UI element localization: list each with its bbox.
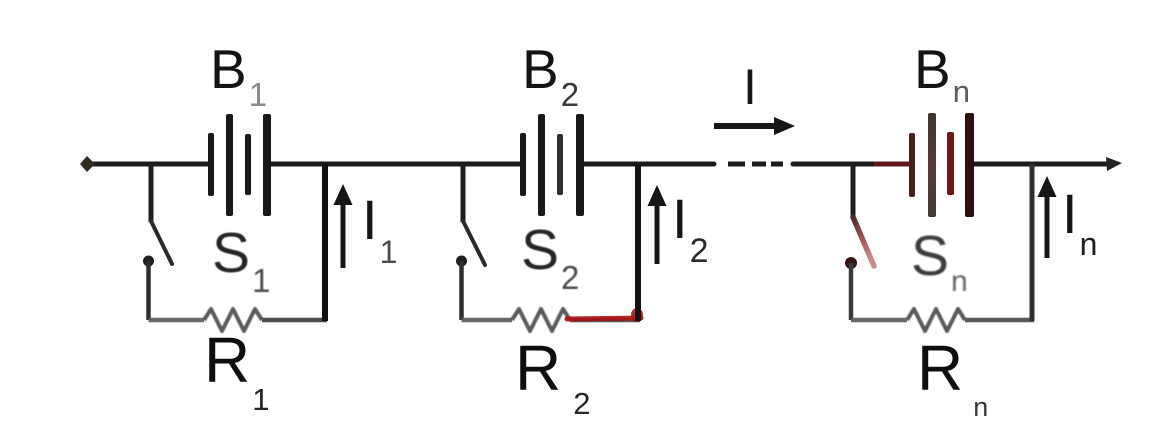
battery-n-long-plate <box>928 113 936 217</box>
total-current-label-text: I <box>743 59 757 115</box>
battery-2-long-plate <box>576 114 584 216</box>
current-1-label: I1 <box>362 188 397 269</box>
current-2-label-base: I <box>672 187 688 250</box>
resistor-n-zigzag <box>905 307 967 333</box>
current-n-label-base: I <box>1062 182 1078 245</box>
current-1-label-base: I <box>362 188 378 251</box>
current-2-label-sub: 2 <box>689 232 709 270</box>
battery-n-label-sub: n <box>952 74 970 109</box>
battery-n-short-plate <box>947 132 954 195</box>
switch-1-symbol <box>143 164 174 320</box>
switch-n-lever <box>850 214 877 269</box>
current-n-label-sub: n <box>1079 226 1098 262</box>
battery-2-short-plate <box>557 134 563 195</box>
battery-2-symbol <box>520 114 584 216</box>
resistor-1-label-base: R <box>204 324 251 396</box>
total-current-arrowhead <box>774 117 795 135</box>
switch-2-lever <box>461 219 487 267</box>
battery-n-long-plate <box>965 113 974 217</box>
battery-1-label: B1 <box>210 38 267 112</box>
battery-n-short-plate <box>909 133 915 197</box>
switch-1-label-sub: 1 <box>252 262 271 299</box>
battery-2-label-base: B <box>522 38 559 100</box>
red-highlight-wire <box>564 315 644 322</box>
battery-1-symbol <box>208 114 271 216</box>
right-terminal-tip <box>1106 157 1122 171</box>
battery-n-symbol <box>909 113 974 217</box>
switch-1-label: S1 <box>212 221 270 298</box>
current-arrowhead-1 <box>333 184 353 205</box>
switch-2-symbol <box>456 164 487 320</box>
switch-n-label-base: S <box>911 224 950 288</box>
battery-1-long-plate <box>263 114 271 216</box>
switch-1-label-base: S <box>212 221 251 285</box>
switch-1-lever <box>149 219 174 266</box>
resistor-2-zigzag <box>510 307 572 333</box>
resistor-2-label-base: R <box>515 332 562 404</box>
battery-2-short-plate <box>520 133 526 196</box>
resistor-1-label: R1 <box>204 324 269 415</box>
switch-2-label: S2 <box>521 218 579 295</box>
total-current-arrow <box>714 117 795 135</box>
switch-n-label: Sn <box>911 224 968 297</box>
current-arrowhead-n <box>1037 176 1057 197</box>
current-arrow-2 <box>647 185 667 264</box>
resistor-1-symbol <box>148 307 327 333</box>
switch-n-symbol <box>845 164 877 320</box>
resistor-1-zigzag <box>202 307 264 333</box>
battery-2-label: B2 <box>522 38 579 112</box>
current-arrow-n <box>1037 176 1057 258</box>
resistor-n-label-base: R <box>917 332 964 404</box>
resistor-n-symbol <box>851 307 1034 333</box>
resistor-2-label-sub: 2 <box>573 386 591 421</box>
battery-2-label-sub: 2 <box>560 76 580 113</box>
current-n-label: In <box>1062 182 1097 261</box>
current-2-label: I2 <box>672 187 708 269</box>
resistor-n-label-sub: n <box>973 392 989 422</box>
current-arrow-1 <box>333 184 353 268</box>
battery-1-label-sub: 1 <box>248 76 268 113</box>
battery-1-long-plate <box>226 114 233 216</box>
switch-n-label-sub: n <box>951 265 968 298</box>
battery-1-short-plate <box>208 133 214 196</box>
resistor-n-label: Rn <box>917 332 988 421</box>
battery-n-label: Bn <box>914 38 970 108</box>
battery-n-label-base: B <box>914 38 951 100</box>
total-current-label: I <box>743 62 757 112</box>
resistor-1-label-sub: 1 <box>252 382 270 417</box>
battery-1-short-plate <box>245 134 251 195</box>
left-terminal-dot <box>80 156 95 172</box>
current-1-label-sub: 1 <box>379 234 398 270</box>
switch-2-label-base: S <box>521 218 560 282</box>
battery-1-label-base: B <box>210 38 247 100</box>
battery-2-long-plate <box>538 114 545 216</box>
switch-2-label-sub: 2 <box>561 259 580 296</box>
current-arrowhead-2 <box>647 185 667 206</box>
